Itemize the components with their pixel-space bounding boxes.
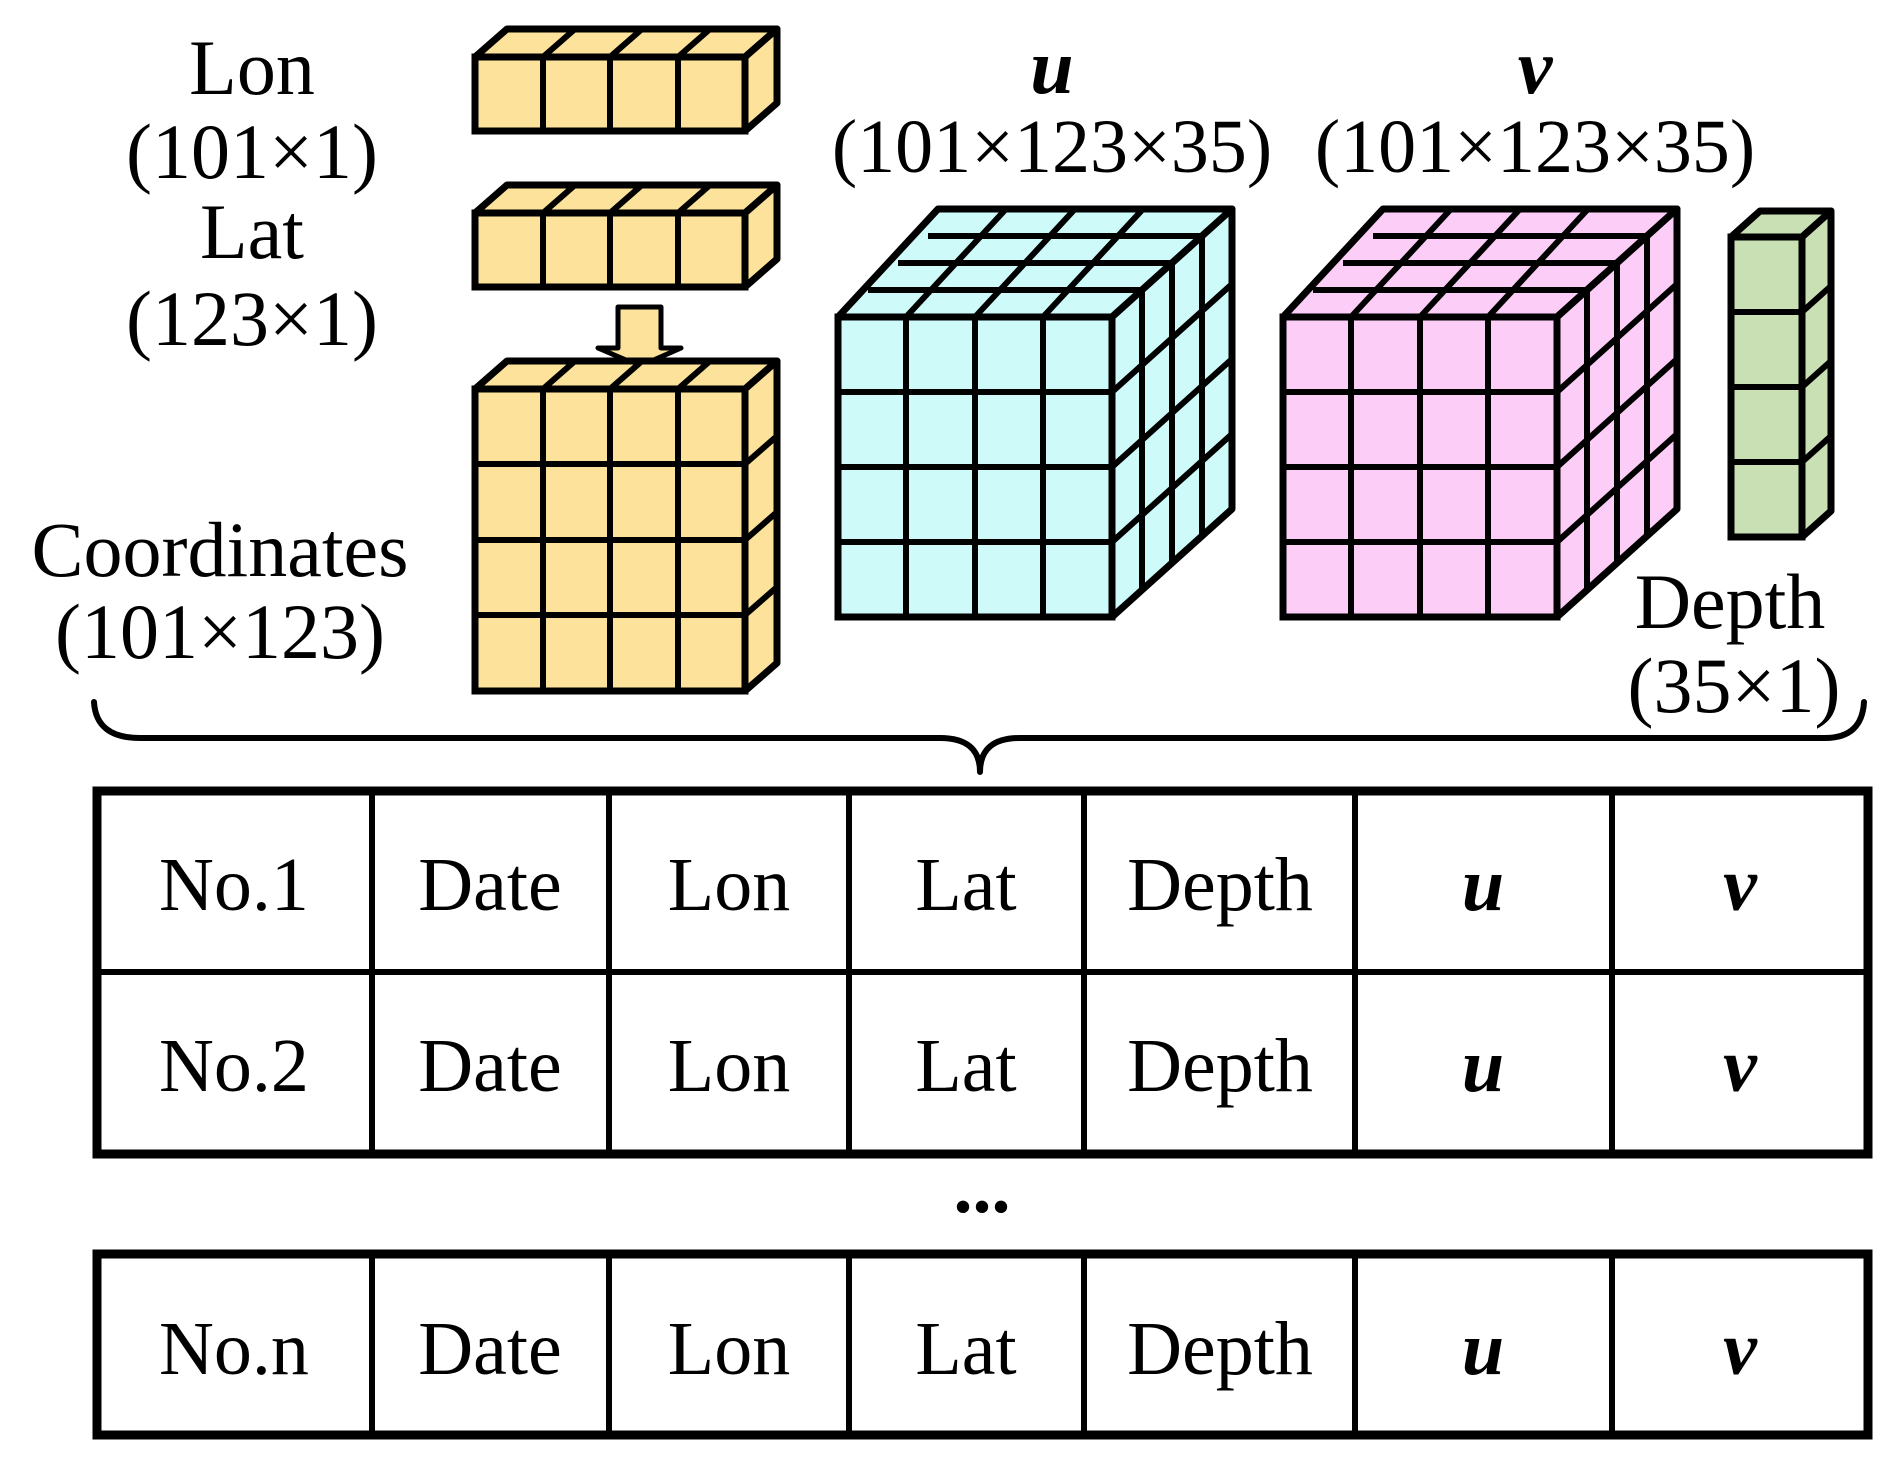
cell-no: No.1 <box>159 843 309 927</box>
cell-lon: Lon <box>668 1024 790 1108</box>
cell-date: Date <box>418 1307 561 1391</box>
depth-label: Depth <box>1635 558 1826 645</box>
cell-v: v <box>1723 843 1758 927</box>
cell-date: Date <box>418 843 561 927</box>
coordinates-block <box>471 357 781 695</box>
coordinates-dim-label: (101×123) <box>55 588 385 675</box>
cell-lat: Lat <box>915 843 1016 927</box>
cell-v: v <box>1723 1307 1758 1391</box>
coordinates-label: Coordinates <box>32 506 409 593</box>
table-row: No.1 Date Lon Lat Depth u v <box>159 843 1758 927</box>
cell-depth: Depth <box>1127 1307 1313 1391</box>
lat-bar <box>471 181 781 291</box>
v-dim-label: (101×123×35) <box>1315 105 1755 189</box>
cell-no: No.n <box>159 1307 309 1391</box>
lat-label: Lat <box>200 188 304 275</box>
lat-dim-label: (123×1) <box>126 275 378 362</box>
records-table-top <box>92 786 1873 1159</box>
cell-u: u <box>1462 843 1504 927</box>
cell-depth: Depth <box>1127 1024 1313 1108</box>
u-dim-label: (101×123×35) <box>832 105 1272 189</box>
cell-lat: Lat <box>915 1024 1016 1108</box>
lon-dim-label: (101×1) <box>126 108 378 195</box>
depth-dim-label: (35×1) <box>1628 642 1841 729</box>
table-row: No.2 Date Lon Lat Depth u v <box>159 1024 1758 1108</box>
cell-depth: Depth <box>1127 843 1313 927</box>
curly-brace <box>91 699 1867 775</box>
v-cube <box>1279 205 1681 621</box>
cell-u: u <box>1462 1307 1504 1391</box>
depth-bar <box>1727 207 1835 541</box>
cell-date: Date <box>418 1024 561 1108</box>
cell-v: v <box>1723 1024 1758 1108</box>
lon-label: Lon <box>189 24 315 111</box>
down-arrow-icon <box>595 304 684 369</box>
table-row: No.n Date Lon Lat Depth u v <box>159 1307 1758 1391</box>
cell-lat: Lat <box>915 1307 1016 1391</box>
lon-bar <box>471 25 781 135</box>
cell-no: No.2 <box>159 1024 309 1108</box>
cell-lon: Lon <box>668 1307 790 1391</box>
cell-lon: Lon <box>668 843 790 927</box>
v-label: v <box>1518 23 1554 110</box>
ellipsis: ... <box>954 1145 1011 1229</box>
u-label: u <box>1030 23 1073 110</box>
cell-u: u <box>1462 1024 1504 1108</box>
records-table-bottom <box>92 1249 1873 1440</box>
u-cube <box>834 205 1236 621</box>
